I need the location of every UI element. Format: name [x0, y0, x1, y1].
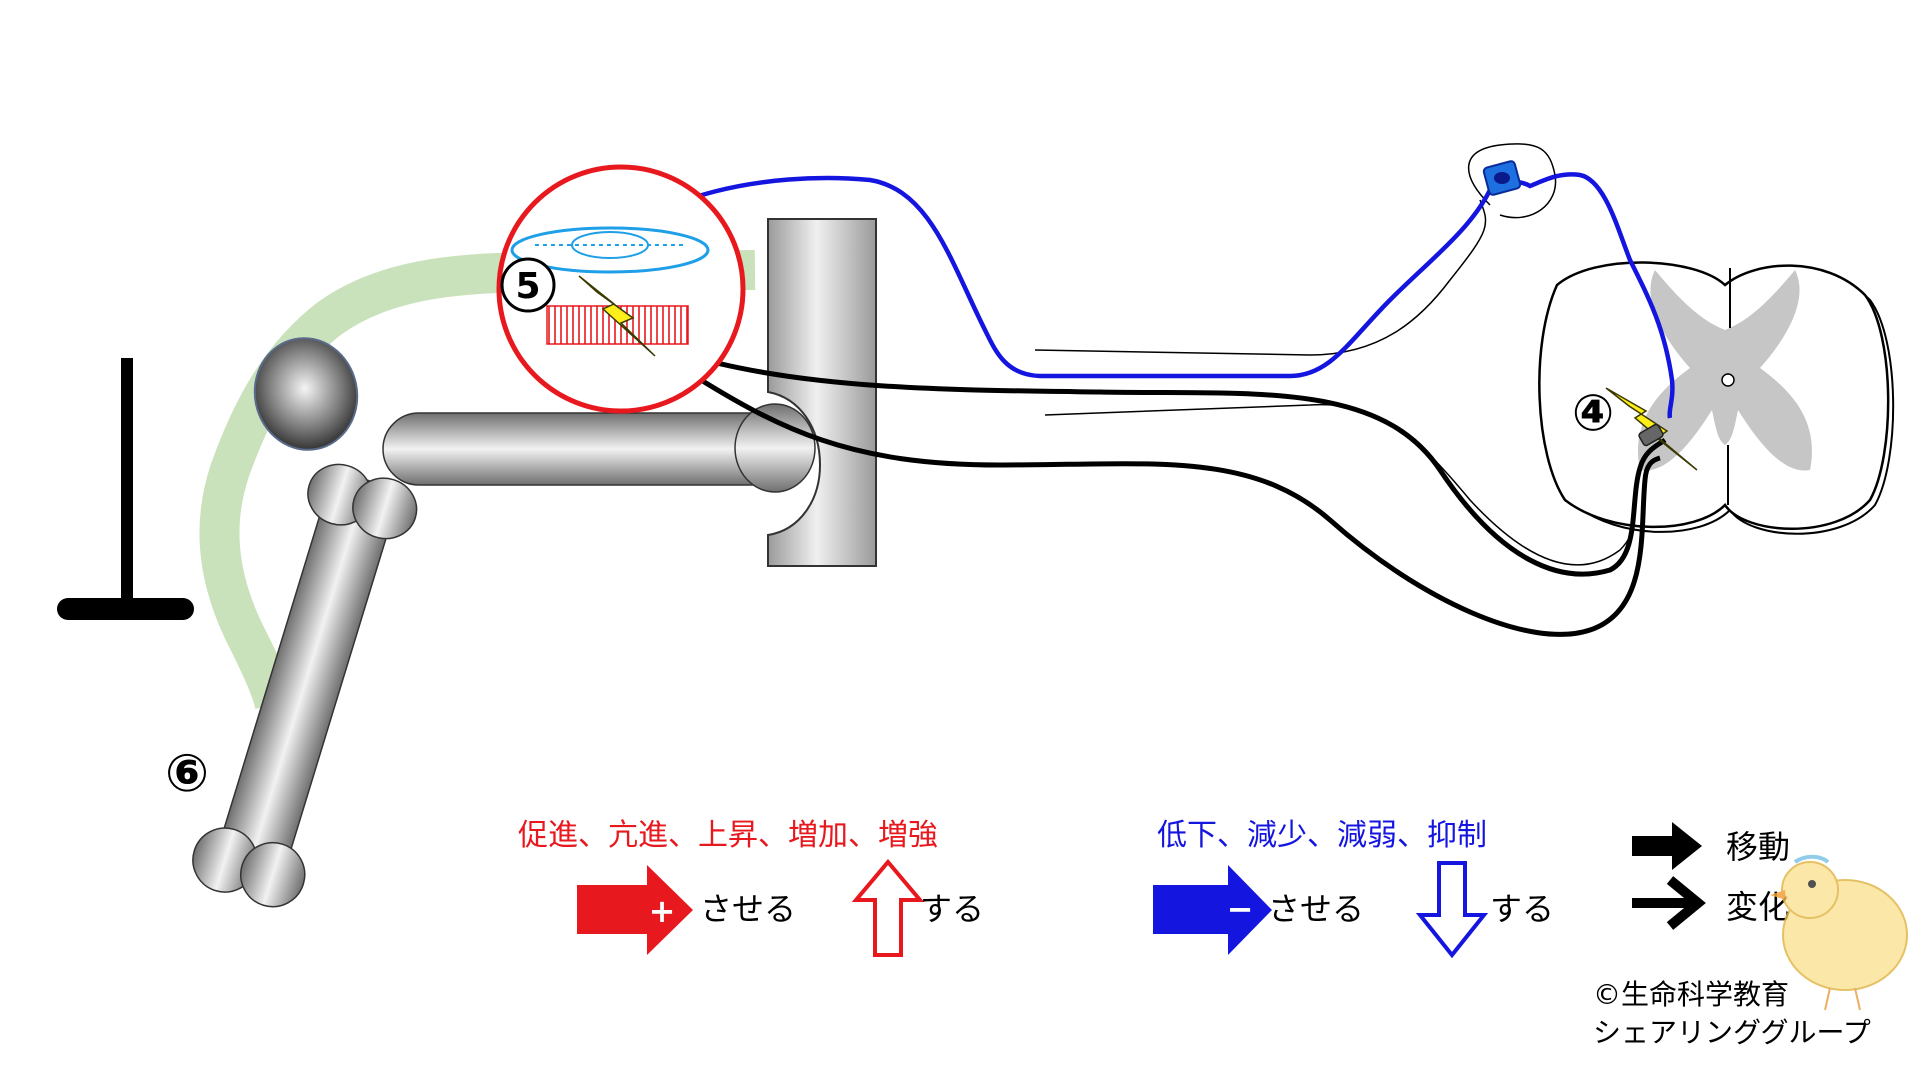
- synapse-terminal: [1638, 423, 1664, 447]
- muscle-spindle-zoom: [496, 164, 746, 414]
- svg-text:+: +: [649, 892, 676, 930]
- pelvis-block: [767, 218, 877, 567]
- change-arrow-icon: [1632, 876, 1706, 930]
- svg-text:−: −: [1227, 890, 1254, 928]
- up-arrow-icon: [851, 858, 925, 957]
- label-4: ④: [1572, 384, 1614, 442]
- patella: [253, 337, 359, 451]
- down-arrow-icon: [1415, 861, 1489, 959]
- reflex-hammer: [57, 358, 194, 620]
- move-arrow-icon: [1632, 822, 1702, 870]
- quadriceps-tendon-path: [199, 250, 756, 710]
- decrease-terms: 低下、減少、減弱、抑制: [1157, 818, 1487, 853]
- copyright-line-1: ©生命科学教育: [1593, 978, 1789, 1011]
- copyright-line-2: シェアリンググループ: [1593, 1016, 1871, 1049]
- spinal-cord: [1538, 261, 1895, 535]
- tibia-bone: [192, 463, 418, 908]
- decrease-arrow-icon: −: [1153, 865, 1272, 955]
- svg-text:5: 5: [515, 266, 540, 307]
- increase-terms: 促進、亢進、上昇、増加、増強: [518, 818, 938, 853]
- move-label: 移動: [1726, 828, 1790, 866]
- decrease-suru-label: する: [1490, 890, 1554, 928]
- lightning-icon: [578, 275, 656, 357]
- increase-suru-label: する: [920, 890, 984, 928]
- femur-bone: [382, 403, 816, 493]
- svg-text:⑥: ⑥: [165, 744, 209, 804]
- label-6: ⑥: [165, 744, 209, 804]
- increase-arrow-icon: +: [577, 865, 693, 955]
- dorsal-root-ganglion: [1482, 160, 1522, 196]
- decrease-saseru-label: させる: [1268, 890, 1364, 928]
- label-5: 5: [500, 257, 556, 313]
- increase-saseru-label: させる: [700, 890, 796, 928]
- sensory-afferent-fiber: [620, 172, 1675, 419]
- motor-efferent-fiber-2: [683, 367, 1661, 637]
- motor-efferent-fiber-1: [679, 350, 1667, 577]
- svg-text:④: ④: [1572, 384, 1614, 442]
- chick-mascot-logo: [1770, 854, 1908, 1011]
